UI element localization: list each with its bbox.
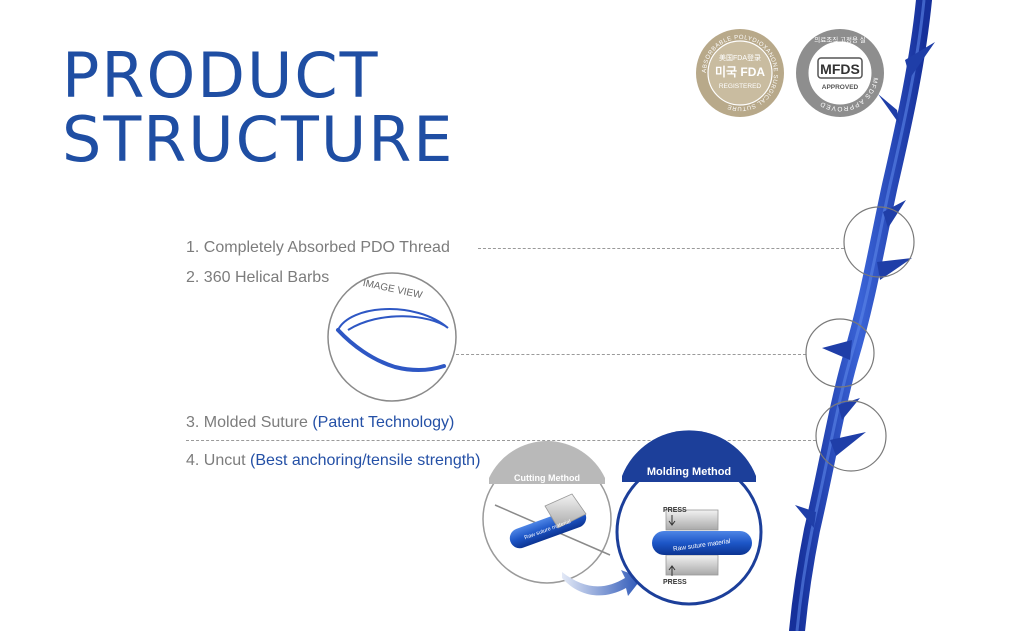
barb-6 [838, 398, 860, 420]
title-line-1: PRODUCT [62, 39, 380, 112]
thread-highlight [795, 0, 926, 631]
feature-4: 4. Uncut (Best anchoring/tensile strengt… [186, 452, 480, 470]
barb-2 [878, 94, 900, 125]
feature-1-number: 1. [186, 239, 200, 256]
feature-2-text: 360 Helical Barbs [203, 269, 330, 286]
press-bottom-label: PRESS [663, 579, 687, 586]
transition-arrow [562, 570, 642, 596]
mfds-badge: 의료조직 고정용 실 MFDS APPROVED MFDS APPROVED [796, 29, 884, 117]
image-view-circle: IMAGE VIEW [327, 272, 457, 402]
feature-1-text: Completely Absorbed PDO Thread [203, 239, 450, 256]
fda-main-text: 미국 FDA [715, 64, 765, 79]
zoom-circle-2 [805, 318, 875, 388]
feature-4-note: (Best anchoring/tensile strength) [250, 452, 481, 469]
fda-top-text: 美国FDA登录 [719, 53, 761, 62]
feature-4-text: Uncut [203, 452, 246, 469]
barb-8 [795, 505, 816, 528]
title-line-2: STRUCTURE [62, 103, 455, 176]
leader-line-2 [456, 354, 806, 355]
barb-1 [905, 42, 935, 78]
molding-method-title: Molding Method [647, 466, 731, 478]
cutting-method-title: Cutting Method [514, 473, 580, 483]
cutting-method-diagram: Cutting Method Raw suture material [482, 441, 612, 584]
press-top-label: PRESS [663, 507, 687, 514]
feature-3-note: (Patent Technology) [312, 414, 455, 431]
feature-1: 1. Completely Absorbed PDO Thread [186, 239, 450, 257]
mfds-main-text: MFDS [820, 61, 860, 77]
barbed-thread [789, 0, 935, 631]
coil-thread [337, 308, 449, 331]
feature-3-number: 3. [186, 414, 200, 431]
feature-2-number: 2. [186, 269, 200, 286]
fda-badge: ABSORBABLE POLYDIOXANONE SURGICAL SUTURE… [696, 29, 784, 117]
feature-3: 3. Molded Suture (Patent Technology) [186, 414, 454, 432]
coil-thread-front [336, 328, 446, 372]
zoom-circle-3 [815, 400, 887, 472]
leader-line-1 [478, 248, 844, 249]
leader-line-3 [186, 440, 816, 441]
molding-method-diagram: Molding Method Raw suture material PRESS… [615, 430, 763, 606]
barb-3 [883, 200, 906, 228]
mfds-sub-text: APPROVED [822, 84, 859, 91]
barb-4 [877, 258, 912, 280]
mfds-top-text: 의료조직 고정용 실 [814, 35, 865, 44]
feature-4-number: 4. [186, 452, 200, 469]
barb-7 [830, 432, 866, 456]
feature-3-text: Molded Suture [203, 414, 308, 431]
feature-2: 2. 360 Helical Barbs [186, 269, 329, 287]
barb-5 [822, 340, 852, 360]
fda-sub-text: REGISTERED [719, 83, 762, 90]
page-title: PRODUCT STRUCTURE [62, 44, 454, 172]
zoom-circle-1 [843, 206, 915, 278]
